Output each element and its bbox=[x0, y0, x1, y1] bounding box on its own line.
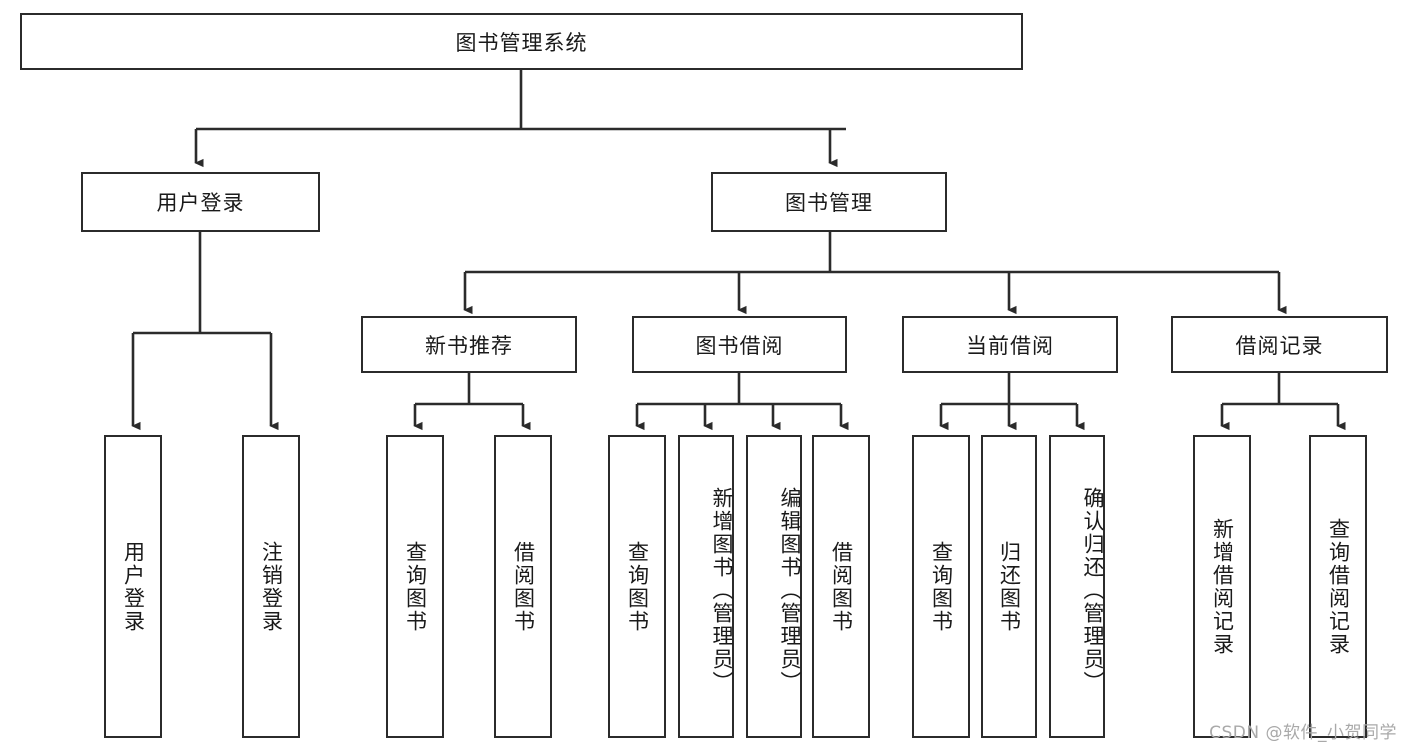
node-label: 查询图书 bbox=[929, 540, 954, 633]
leaf-bb-edit-book-admin[interactable]: 编辑图书（管理员） bbox=[746, 435, 802, 738]
node-label: 新书推荐 bbox=[425, 333, 513, 358]
leaf-bb-borrow-book[interactable]: 借阅图书 bbox=[812, 435, 870, 738]
node-label: 图书管理系统 bbox=[455, 30, 588, 55]
leaf-cb-return-book[interactable]: 归还图书 bbox=[981, 435, 1037, 738]
leaf-br-query-record[interactable]: 查询借阅记录 bbox=[1309, 435, 1367, 738]
leaf-nb-borrow-book[interactable]: 借阅图书 bbox=[494, 435, 552, 738]
node-label: 图书借阅 bbox=[695, 333, 784, 358]
leaf-cb-confirm-return-admin[interactable]: 确认归还（管理员） bbox=[1049, 435, 1105, 738]
node-book-management[interactable]: 图书管理 bbox=[711, 172, 947, 232]
node-new-book-recommend[interactable]: 新书推荐 bbox=[361, 316, 577, 373]
node-current-borrow[interactable]: 当前借阅 bbox=[902, 316, 1118, 373]
node-label: 借阅图书 bbox=[829, 540, 854, 633]
node-label: 图书管理 bbox=[785, 191, 873, 215]
node-label: 查询借阅记录 bbox=[1326, 517, 1351, 656]
leaf-user-login[interactable]: 用户登录 bbox=[104, 435, 162, 738]
node-borrow-record[interactable]: 借阅记录 bbox=[1171, 316, 1388, 373]
node-user-login[interactable]: 用户登录 bbox=[81, 172, 320, 232]
node-label: 归还图书 bbox=[997, 540, 1022, 633]
leaf-bb-add-book-admin[interactable]: 新增图书（管理员） bbox=[678, 435, 734, 738]
node-label: 新增借阅记录 bbox=[1210, 517, 1235, 656]
node-label: 用户登录 bbox=[121, 540, 146, 633]
node-label: 借阅记录 bbox=[1235, 333, 1324, 358]
node-label: 用户登录 bbox=[156, 191, 245, 215]
node-book-borrow[interactable]: 图书借阅 bbox=[632, 316, 847, 373]
node-label: 查询图书 bbox=[625, 540, 650, 633]
node-label: 确认归还（管理员） bbox=[1081, 487, 1105, 694]
leaf-br-add-record[interactable]: 新增借阅记录 bbox=[1193, 435, 1251, 738]
node-label: 注销登录 bbox=[259, 540, 284, 633]
csdn-watermark: CSDN @软件_小贺同学 bbox=[1209, 723, 1397, 743]
node-root-book-management-system[interactable]: 图书管理系统 bbox=[20, 13, 1023, 70]
node-label: 当前借阅 bbox=[966, 333, 1054, 358]
leaf-bb-query-book[interactable]: 查询图书 bbox=[608, 435, 666, 738]
node-label: 查询图书 bbox=[403, 540, 428, 633]
node-label: 借阅图书 bbox=[511, 540, 536, 633]
leaf-nb-query-book[interactable]: 查询图书 bbox=[386, 435, 444, 738]
node-label: 编辑图书（管理员） bbox=[778, 487, 802, 694]
leaf-cb-query-book[interactable]: 查询图书 bbox=[912, 435, 970, 738]
leaf-logout[interactable]: 注销登录 bbox=[242, 435, 300, 738]
node-label: 新增图书（管理员） bbox=[710, 487, 734, 694]
